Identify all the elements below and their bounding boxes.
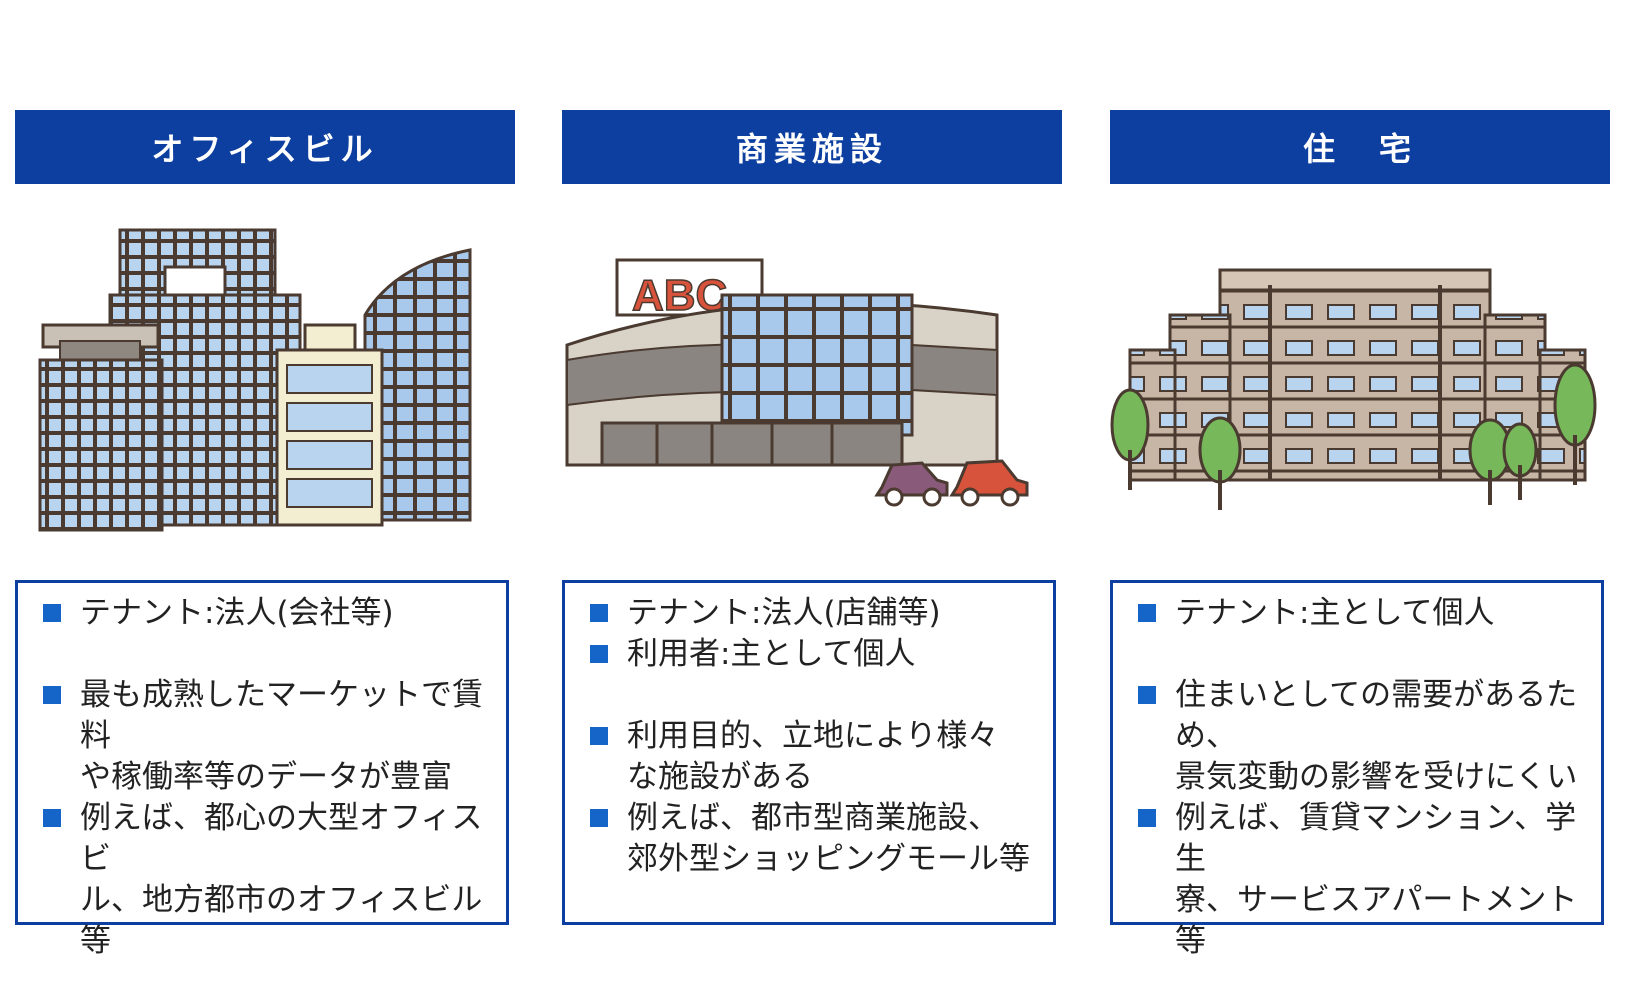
- bullet-square-icon: [43, 686, 61, 704]
- tree-icon: [1198, 416, 1242, 510]
- office-column: オフィスビル: [15, 0, 515, 1000]
- tree-icon: [1468, 418, 1512, 505]
- list-item: 最も成熟したマーケットで賃料 や稼働率等のデータが豊富: [40, 675, 496, 798]
- car-icon: [949, 459, 1029, 507]
- tree-icon: [1502, 422, 1538, 500]
- list-item: 例えば、都市型商業施設、 郊外型ショッピングモール等: [587, 798, 1043, 880]
- residential-column: 住 宅: [1110, 0, 1610, 1000]
- office-building-icon: [15, 225, 515, 555]
- bullet-square-icon: [590, 645, 608, 663]
- list-item: テナント:主として個人: [1135, 593, 1591, 634]
- tree-icon: [1553, 363, 1597, 485]
- bullet-square-icon: [1138, 809, 1156, 827]
- bullet-square-icon: [43, 604, 61, 622]
- bullet-square-icon: [590, 809, 608, 827]
- tree-icon: [1110, 388, 1150, 490]
- bullet-square-icon: [590, 727, 608, 745]
- bullet-square-icon: [590, 604, 608, 622]
- list-item: 利用目的、立地により様々 な施設がある: [587, 716, 1043, 798]
- list-item: 例えば、賃貸マンション、学生 寮、サービスアパートメント等: [1135, 798, 1591, 962]
- list-item: 住まいとしての需要があるため、 景気変動の影響を受けにくい: [1135, 675, 1591, 798]
- commercial-column: 商業施設 ABC: [562, 0, 1062, 1000]
- list-item: 例えば、都心の大型オフィスビ ル、地方都市のオフィスビル等: [40, 798, 496, 962]
- list-item: 利用者:主として個人: [587, 634, 1043, 675]
- shopping-mall-icon: ABC: [562, 225, 1062, 555]
- bullet-square-icon: [1138, 686, 1156, 704]
- commercial-header: 商業施設: [562, 110, 1062, 184]
- residential-description-box: テナント:主として個人 住まいとしての需要があるため、 景気変動の影響を受けにく…: [1110, 580, 1604, 959]
- apartment-building-icon: [1110, 225, 1610, 555]
- car-icon: [874, 461, 949, 507]
- commercial-description-box: テナント:法人(店舗等) 利用者:主として個人 利用目的、立地により様々 な施設…: [562, 580, 1056, 925]
- list-item: テナント:法人(店舗等): [587, 593, 1043, 634]
- bullet-square-icon: [1138, 604, 1156, 622]
- residential-header: 住 宅: [1110, 110, 1610, 184]
- office-header: オフィスビル: [15, 110, 515, 184]
- bullet-square-icon: [43, 809, 61, 827]
- office-description-box: テナント:法人(会社等) 最も成熟したマーケットで賃料 や稼働率等のデータが豊富…: [15, 580, 509, 959]
- list-item: テナント:法人(会社等): [40, 593, 496, 634]
